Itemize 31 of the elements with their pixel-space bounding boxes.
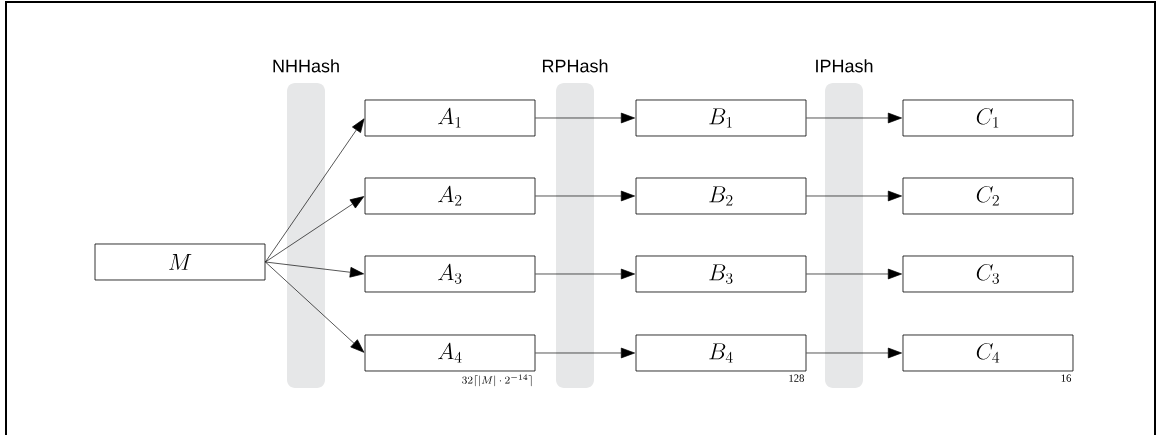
- box: $B_2$: [635, 177, 807, 215]
- arrow: [535, 347, 635, 359]
- box: $A_2$: [364, 177, 536, 215]
- box: $C_3$: [902, 255, 1074, 293]
- arrow: [265, 261, 364, 278]
- size-label: 16: [1061, 374, 1072, 382]
- size-label: 128: [789, 374, 804, 382]
- box: $B_4$: [635, 334, 807, 372]
- box: $C_2$: [902, 177, 1074, 215]
- stage-label: NHHash: [273, 59, 339, 73]
- box: $B_1$: [635, 99, 807, 137]
- arrow: [265, 118, 365, 263]
- arrow: [265, 261, 365, 353]
- stage-label: RPHash: [543, 59, 608, 73]
- arrow: [535, 268, 635, 280]
- stage-label: IPHash: [816, 59, 873, 73]
- arrow: [806, 112, 902, 124]
- box: $M$: [94, 243, 266, 281]
- arrow: [806, 190, 902, 202]
- box: $C_4$: [902, 334, 1074, 372]
- arrow: [806, 268, 902, 280]
- box: $A_4$: [364, 334, 536, 372]
- box: $A_3$: [364, 255, 536, 293]
- box: $B_3$: [635, 255, 807, 293]
- size-label: $32\lceil |M|\cdot 2^{-14}\rceil$: [462, 374, 532, 387]
- arrow: [535, 190, 635, 202]
- box: $C_1$: [902, 99, 1074, 137]
- arrow: [806, 347, 902, 359]
- arrow: [535, 112, 635, 124]
- box: $A_1$: [364, 99, 536, 137]
- arrow: [265, 196, 365, 263]
